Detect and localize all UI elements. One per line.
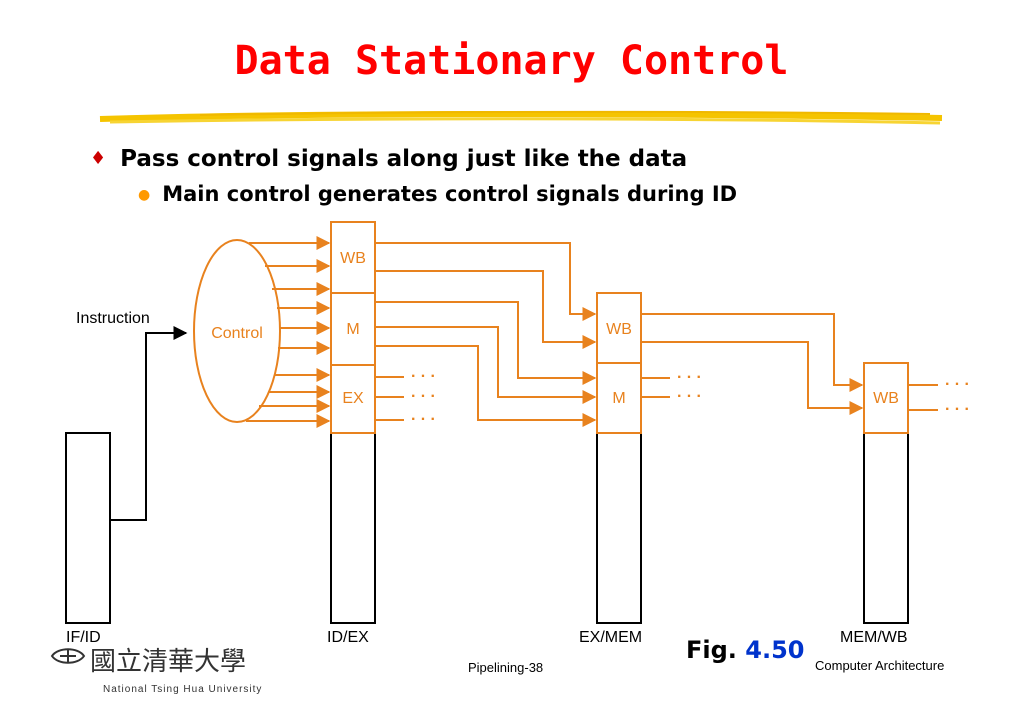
- ellipsis: · · ·: [945, 376, 970, 393]
- dot-bullet-icon: ●: [138, 187, 151, 203]
- ellipsis: · · ·: [677, 388, 702, 405]
- exmem-m-label: M: [612, 390, 625, 407]
- ellipsis: · · ·: [411, 411, 436, 428]
- bullet-text: Pass control signals along just like the…: [120, 146, 688, 172]
- idex-control-register: [330, 221, 376, 434]
- idex-m-label: M: [346, 321, 359, 338]
- logo-emblem-icon: [50, 648, 86, 664]
- instruction-wire: [110, 326, 188, 521]
- exmem-label: EX/MEM: [579, 629, 642, 646]
- exmem-to-memwb-wires: [641, 313, 938, 415]
- title-underline: [99, 110, 943, 125]
- control-unit: [193, 239, 281, 423]
- bullet-level2: ● Main control generates control signals …: [138, 182, 737, 206]
- ellipsis: · · ·: [411, 368, 436, 385]
- instruction-label: Instruction: [76, 310, 150, 327]
- sub-bullet-text: Main control generates control signals d…: [162, 182, 738, 206]
- ellipsis: · · ·: [411, 388, 436, 405]
- ifid-register: [65, 432, 111, 624]
- exmem-wb-label: WB: [606, 321, 632, 338]
- memwb-label: MEM/WB: [840, 629, 908, 646]
- ifid-label: IF/ID: [66, 629, 101, 646]
- idex-label: ID/EX: [327, 629, 369, 646]
- memwb-register: [863, 432, 909, 624]
- page-number: Pipelining-38: [468, 660, 544, 675]
- memwb-control-register: [863, 362, 909, 434]
- memwb-wb-label: WB: [873, 390, 899, 407]
- university-name-cn: 國立清華大學: [90, 647, 247, 677]
- idex-ex-label: EX: [342, 390, 364, 407]
- ellipsis: · · ·: [677, 369, 702, 386]
- exmem-register: [596, 432, 642, 624]
- diamond-bullet-icon: ♦: [90, 148, 107, 169]
- ellipsis: · · ·: [945, 401, 970, 418]
- idex-register: [330, 432, 376, 624]
- university-logo: 國立清華大學: [50, 645, 246, 677]
- bullet-level1: ♦ Pass control signals along just like th…: [90, 146, 687, 172]
- control-label: Control: [211, 325, 263, 342]
- slide-title: Data Stationary Control: [234, 38, 789, 84]
- idex-to-exmem-wires: [375, 242, 597, 427]
- course-name: Computer Architecture: [815, 658, 945, 673]
- control-signal-arrows: [246, 236, 331, 428]
- university-name-en: National Tsing Hua University: [103, 684, 263, 695]
- figure-number: 4.50: [745, 636, 805, 664]
- idex-wb-label: WB: [340, 250, 366, 267]
- figure-prefix: Fig.: [686, 636, 737, 664]
- figure-label: Fig. 4.50: [686, 636, 805, 664]
